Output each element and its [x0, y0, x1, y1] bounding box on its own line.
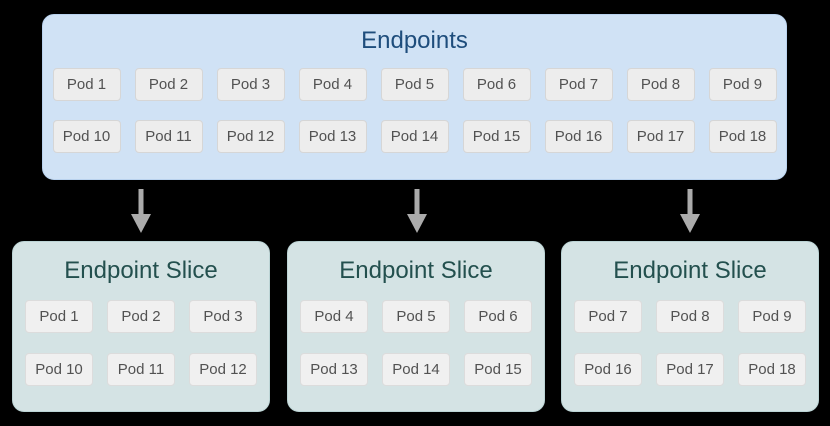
pod-box: Pod 5	[380, 68, 449, 101]
pod-box: Pod 16	[544, 120, 613, 153]
pod-box: Pod 15	[464, 353, 532, 386]
endpoints-pod-row-1: Pod 1 Pod 2 Pod 3 Pod 4 Pod 5 Pod 6 Pod …	[43, 68, 786, 101]
pod-box: Pod 4	[300, 300, 368, 333]
pod-box: Pod 9	[708, 68, 777, 101]
slice-pod-row-2: Pod 10 Pod 11 Pod 12	[13, 353, 269, 386]
down-arrow-icon	[131, 189, 151, 233]
pod-box: Pod 13	[300, 353, 368, 386]
pod-box: Pod 18	[738, 353, 806, 386]
slice-pod-row-1: Pod 1 Pod 2 Pod 3	[13, 300, 269, 333]
endpoint-slice-title: Endpoint Slice	[613, 257, 767, 284]
pod-box: Pod 3	[216, 68, 285, 101]
endpoint-slice-title: Endpoint Slice	[339, 257, 493, 284]
endpoints-pod-row-2: Pod 10 Pod 11 Pod 12 Pod 13 Pod 14 Pod 1…	[43, 120, 786, 153]
slice-pod-row-2: Pod 13 Pod 14 Pod 15	[288, 353, 544, 386]
pod-box: Pod 8	[626, 68, 695, 101]
pod-box: Pod 14	[380, 120, 449, 153]
pod-box: Pod 17	[656, 353, 724, 386]
pod-box: Pod 5	[382, 300, 450, 333]
pod-box: Pod 1	[25, 300, 93, 333]
slice-pod-row-1: Pod 4 Pod 5 Pod 6	[288, 300, 544, 333]
pod-box: Pod 18	[708, 120, 777, 153]
pod-box: Pod 6	[464, 300, 532, 333]
endpoint-slice-box-3: Endpoint Slice Pod 7 Pod 8 Pod 9 Pod 16 …	[561, 241, 819, 412]
pod-box: Pod 9	[738, 300, 806, 333]
pod-box: Pod 7	[574, 300, 642, 333]
pod-box: Pod 15	[462, 120, 531, 153]
pod-box: Pod 14	[382, 353, 450, 386]
pod-box: Pod 12	[189, 353, 257, 386]
pod-box: Pod 8	[656, 300, 724, 333]
pod-box: Pod 16	[574, 353, 642, 386]
down-arrow-icon	[680, 189, 700, 233]
down-arrow-icon	[407, 189, 427, 233]
endpoint-slice-title: Endpoint Slice	[64, 257, 218, 284]
slice-pod-row-1: Pod 7 Pod 8 Pod 9	[562, 300, 818, 333]
pod-box: Pod 10	[25, 353, 93, 386]
pod-box: Pod 1	[52, 68, 121, 101]
pod-box: Pod 13	[298, 120, 367, 153]
endpoints-box: Endpoints Pod 1 Pod 2 Pod 3 Pod 4 Pod 5 …	[42, 14, 787, 180]
endpoints-title: Endpoints	[361, 27, 468, 54]
pod-box: Pod 17	[626, 120, 695, 153]
pod-box: Pod 11	[107, 353, 175, 386]
pod-box: Pod 12	[216, 120, 285, 153]
pod-box: Pod 4	[298, 68, 367, 101]
endpoint-slice-box-1: Endpoint Slice Pod 1 Pod 2 Pod 3 Pod 10 …	[12, 241, 270, 412]
pod-box: Pod 2	[107, 300, 175, 333]
pod-box: Pod 6	[462, 68, 531, 101]
pod-box: Pod 7	[544, 68, 613, 101]
pod-box: Pod 10	[52, 120, 121, 153]
slice-pod-row-2: Pod 16 Pod 17 Pod 18	[562, 353, 818, 386]
pod-box: Pod 11	[134, 120, 203, 153]
pod-box: Pod 2	[134, 68, 203, 101]
endpoint-slice-box-2: Endpoint Slice Pod 4 Pod 5 Pod 6 Pod 13 …	[287, 241, 545, 412]
pod-box: Pod 3	[189, 300, 257, 333]
